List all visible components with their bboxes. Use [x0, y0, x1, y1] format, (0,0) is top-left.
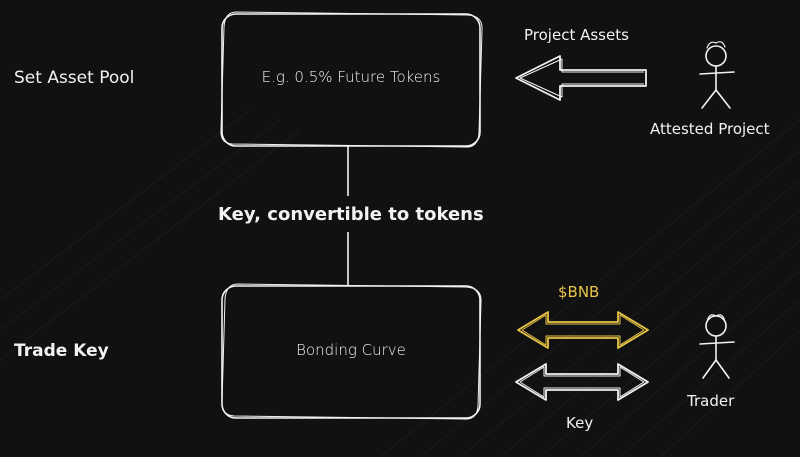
bnb-double-arrow	[517, 311, 649, 349]
trader-label: Trader	[687, 392, 735, 410]
project-assets-label: Project Assets	[524, 26, 629, 44]
bnb-label: $BNB	[558, 283, 600, 301]
key-double-arrow	[515, 363, 649, 401]
background-pattern	[0, 109, 800, 457]
connector-label: Key, convertible to tokens	[218, 204, 484, 225]
attested-project-label: Attested Project	[650, 120, 770, 138]
asset-pool-box-text: E.g. 0.5% Future Tokens	[261, 68, 441, 86]
asset-pool-box	[220, 11, 483, 148]
row-label-set-asset-pool: Set Asset Pool	[14, 68, 135, 88]
attested-project-figure	[699, 41, 735, 109]
bonding-curve-box	[221, 283, 482, 420]
key-label: Key	[566, 414, 594, 432]
row-label-trade-key: Trade Key	[14, 341, 109, 361]
bonding-curve-box-text: Bonding Curve	[296, 341, 406, 359]
trader-figure	[699, 314, 735, 379]
project-assets-arrow	[515, 55, 647, 101]
